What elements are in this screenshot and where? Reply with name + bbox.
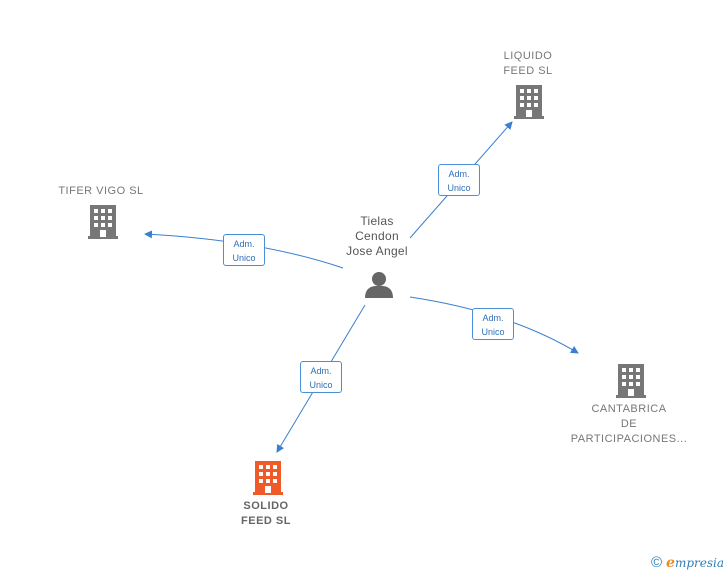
solido-name-line-2: FEED SL — [241, 515, 291, 527]
copyright-icon: © — [650, 554, 663, 571]
footer-brand: © empresia — [651, 554, 724, 571]
solido-name-line-1: SOLIDO — [243, 500, 289, 512]
edge-label-cantabrica: Adm. Unico — [472, 308, 514, 340]
edge-label-cantabrica-line-1: Adm. — [482, 313, 504, 323]
node-label-liquido[interactable]: LIQUIDO FEED SL — [503, 49, 552, 79]
liquido-name-line-2: FEED SL — [503, 65, 553, 77]
edge-label-liquido: Adm. Unico — [438, 164, 480, 196]
edge-label-solido-line-2: Unico — [309, 380, 333, 390]
edge-label-solido-line-1: Adm. — [310, 366, 332, 376]
edge-label-tifer-line-1: Adm. — [233, 239, 255, 249]
building-icon-liquido[interactable] — [514, 85, 544, 119]
node-label-solido[interactable]: SOLIDO FEED SL — [241, 499, 291, 529]
person-name-line-1: Tielas — [360, 214, 394, 228]
person-icon[interactable] — [365, 272, 393, 298]
brand-initial: e — [666, 554, 675, 571]
edge-label-cantabrica-line-2: Unico — [481, 327, 505, 337]
person-name-line-2: Cendon — [355, 229, 399, 243]
edge-label-tifer: Adm. Unico — [223, 234, 265, 266]
person-name-line-3: Jose Angel — [346, 244, 408, 258]
node-label-cantabrica[interactable]: CANTABRICA DE PARTICIPACIONES... — [571, 402, 688, 447]
liquido-name-line-1: LIQUIDO — [503, 50, 553, 62]
cantabrica-name-line-3: PARTICIPACIONES... — [570, 433, 688, 445]
edge-label-tifer-line-2: Unico — [232, 253, 256, 263]
node-label-tifer[interactable]: TIFER VIGO SL — [58, 184, 143, 199]
brand-name: mpresia — [674, 555, 724, 570]
building-icon-cantabrica[interactable] — [616, 364, 646, 398]
building-icon-solido[interactable] — [253, 461, 283, 495]
node-label-person[interactable]: Tielas Cendon Jose Angel — [346, 214, 408, 259]
building-icon-tifer[interactable] — [88, 205, 118, 239]
edge-label-liquido-line-2: Unico — [447, 183, 471, 193]
edge-label-solido: Adm. Unico — [300, 361, 342, 393]
brand-logo[interactable]: empresia — [666, 555, 724, 571]
cantabrica-name-line-1: CANTABRICA — [591, 403, 667, 415]
tifer-name-line-1: TIFER VIGO SL — [58, 185, 144, 197]
cantabrica-name-line-2: DE — [620, 418, 638, 430]
edge-label-liquido-line-1: Adm. — [448, 169, 470, 179]
